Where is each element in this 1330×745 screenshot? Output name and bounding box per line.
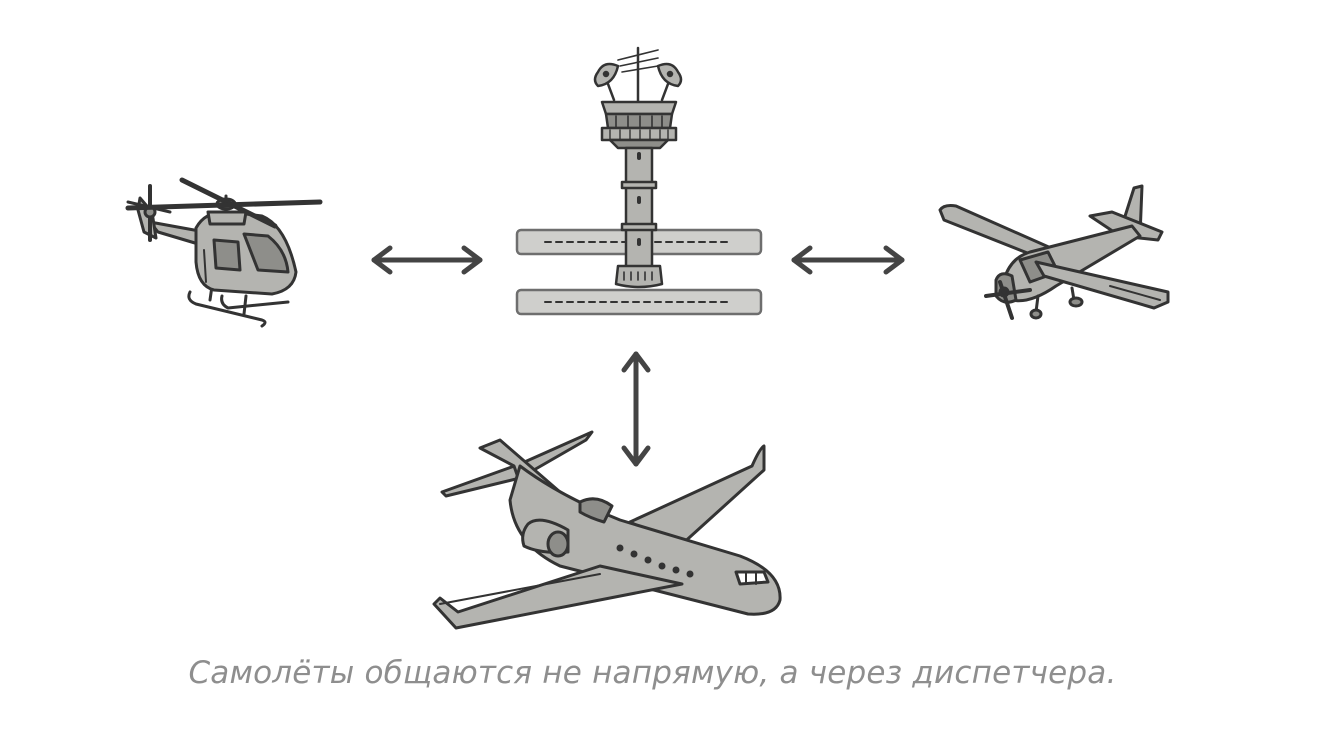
- arrows: [371, 245, 905, 467]
- caption: Самолёты общаются не напрямую, а через д…: [188, 655, 1117, 691]
- light-aircraft: [938, 184, 1170, 320]
- passenger-jet: [432, 430, 782, 630]
- control-tower: [515, 46, 763, 316]
- arrow-tower-jet: [621, 351, 651, 467]
- arrow-tower-light-aircraft: [791, 245, 905, 275]
- arrow-helicopter-tower: [371, 245, 483, 275]
- helicopter: [125, 177, 323, 328]
